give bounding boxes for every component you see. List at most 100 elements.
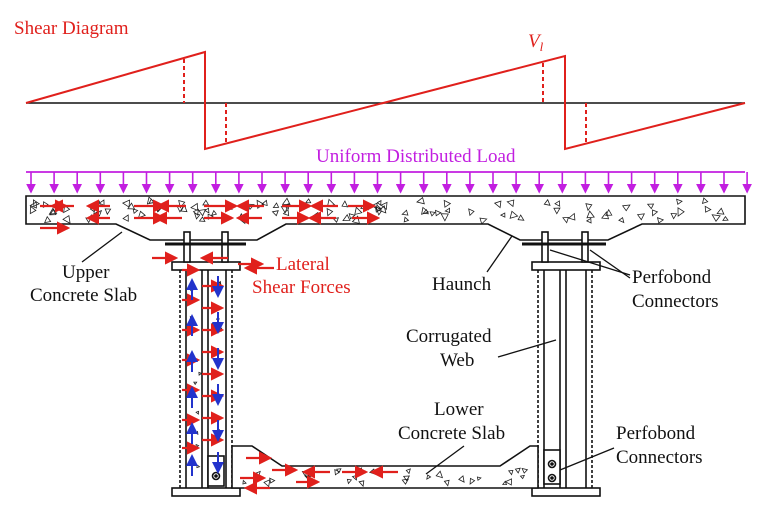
uniform-load: Uniform Distributed Load	[26, 146, 752, 194]
aggregate-speck	[502, 480, 508, 486]
aggregate-speck	[435, 209, 442, 217]
upper-slab-outline	[25, 195, 746, 241]
aggregate-speck	[601, 211, 610, 220]
aggregate-speck	[426, 474, 432, 480]
shear-diagram: Shear Diagram Vl	[14, 18, 746, 151]
perfobond-top-label-1: Perfobond	[632, 267, 712, 288]
aggregate-speck	[435, 470, 444, 479]
aggregate-speck	[405, 468, 411, 475]
load-label: Uniform Distributed Load	[316, 146, 516, 167]
perfobond-top-leader-1	[549, 249, 631, 276]
shear-force-arrows	[40, 199, 398, 495]
aggregate-speck	[98, 199, 105, 207]
aggregate-speck	[210, 209, 218, 216]
aggregate-speck	[44, 215, 52, 224]
aggregate-speck	[261, 199, 268, 207]
left-top-connectors	[165, 231, 246, 263]
aggregate-speck	[190, 202, 198, 211]
aggregate-speck	[272, 202, 280, 209]
aggregate-speck	[677, 207, 685, 217]
aggregate-speck	[403, 216, 410, 223]
aggregate-speck	[499, 212, 506, 218]
aggregate-speck	[507, 470, 514, 476]
lower-slab-leader	[425, 445, 465, 475]
lower-slab-label-1: Lower	[434, 399, 484, 420]
aggregate-speck	[334, 468, 341, 476]
haunch-label: Haunch	[432, 274, 492, 295]
aggregate-speck	[676, 198, 683, 205]
aggregate-speck	[468, 208, 475, 217]
lateral-label-1: Lateral	[276, 254, 330, 275]
aggregate-speck	[358, 480, 365, 488]
left-bottom-flange	[171, 487, 241, 497]
aggregate-speck	[416, 196, 425, 205]
upper-slab-leader	[81, 231, 123, 263]
aggregate-speck	[506, 199, 515, 208]
left-bottom-connector	[207, 455, 225, 487]
left-corrugated-web	[179, 270, 233, 490]
aggregate-speck	[341, 200, 349, 208]
left-top-flange	[171, 261, 241, 271]
aggregate-speck	[29, 201, 37, 209]
aggregate-speck	[326, 207, 334, 217]
aggregate-speck	[402, 475, 411, 482]
aggregate-speck	[194, 212, 201, 220]
aggregate-speck	[636, 213, 645, 221]
web-leader	[497, 339, 557, 358]
aggregate-speck	[378, 205, 387, 214]
aggregate-speck	[195, 443, 200, 448]
aggregate-speck	[198, 208, 207, 217]
aggregate-speck	[198, 216, 206, 222]
aggregate-speck	[716, 207, 725, 215]
aggregate-speck	[202, 199, 210, 206]
aggregate-speck	[605, 208, 613, 216]
web-label-2: Web	[440, 350, 474, 371]
aggregate-speck	[346, 478, 353, 485]
aggregate-speck	[263, 479, 271, 488]
aggregate-speck	[562, 216, 569, 224]
aggregate-speck	[354, 206, 363, 216]
aggregate-speck	[121, 199, 131, 208]
aggregate-speck	[195, 410, 200, 415]
aggregate-speck	[701, 197, 709, 205]
perfobond-bot-leader	[559, 447, 615, 471]
annotation-labels: Upper Concrete Slab Lateral Shear Forces…	[30, 231, 719, 475]
aggregate-speck	[479, 217, 488, 225]
aggregate-speck	[476, 476, 482, 482]
aggregate-speck	[458, 475, 465, 483]
aggregate-speck	[196, 464, 201, 469]
aggregate-speck	[585, 203, 593, 212]
shear-symbol: Vl	[528, 31, 544, 54]
aggregate-speck	[443, 479, 450, 487]
aggregate-speck	[553, 207, 561, 215]
aggregate-speck	[104, 208, 112, 216]
load-arrows	[26, 172, 752, 194]
aggregate-speck	[421, 206, 430, 215]
aggregate-speck	[62, 214, 71, 225]
aggregate-speck	[342, 214, 351, 222]
aggregate-speck	[29, 205, 37, 215]
aggregate-speck	[509, 210, 519, 219]
lateral-label-2: Shear Forces	[252, 277, 351, 298]
aggregate-speck	[621, 204, 631, 212]
shear-curve	[25, 50, 746, 151]
aggregate-speck	[517, 214, 525, 221]
aggregate-speck	[204, 207, 210, 214]
aggregate-speck	[210, 321, 215, 327]
aggregate-speck	[271, 210, 279, 217]
aggregate-speck	[444, 207, 451, 214]
aggregate-speck	[646, 203, 655, 210]
aggregate-speck	[198, 371, 203, 376]
aggregate-speck	[656, 217, 665, 224]
aggregate-speck	[493, 200, 502, 209]
aggregate-speck	[194, 430, 199, 436]
aggregate-speck	[401, 478, 410, 485]
aggregate-speck	[585, 217, 592, 224]
perfobond-top-label-2: Connectors	[632, 291, 719, 312]
web-flow-arrows	[186, 276, 224, 476]
aggregate-speck	[586, 210, 595, 219]
aggregate-speck	[429, 211, 436, 217]
perfobond-top-leader-2	[589, 249, 631, 279]
shear-diagram-title: Shear Diagram	[14, 18, 129, 39]
